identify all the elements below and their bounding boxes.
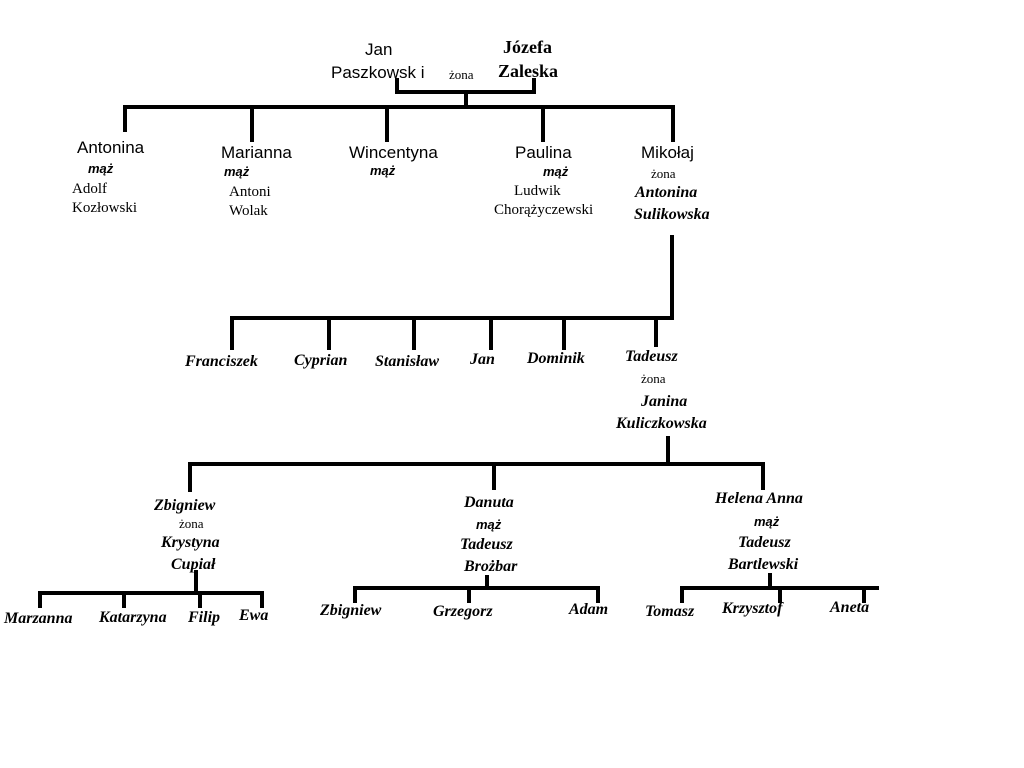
gen1-mikolaj-relation: żona bbox=[651, 166, 676, 181]
gen2-stanislaw: Stanisław bbox=[375, 353, 440, 370]
gen2-tadeusz-relation: żona bbox=[641, 371, 666, 386]
gen4-ewa: Ewa bbox=[239, 607, 269, 624]
gen3-danuta-relation: mąż bbox=[476, 517, 502, 532]
root-husband-first: Jan bbox=[365, 40, 393, 59]
gen1-mikolaj: Mikołaj bbox=[641, 143, 694, 162]
gen2-cyprian: Cyprian bbox=[294, 352, 348, 369]
gen3-zbigniew-spouse-last: Cupiał bbox=[171, 556, 216, 573]
gen1-antonina: Antonina bbox=[77, 138, 145, 157]
gen4-krzysztof: Krzysztof bbox=[722, 600, 783, 617]
gen3-helena-spouse-first: Tadeusz bbox=[738, 534, 791, 551]
gen3-helena-relation: mąż bbox=[754, 514, 780, 529]
gen3-zbigniew-spouse-first: Krystyna bbox=[161, 534, 220, 551]
gen4-zbigniew: Zbigniew bbox=[320, 602, 382, 619]
root-relation: żona bbox=[449, 67, 474, 82]
gen1-paulina-relation: mąż bbox=[543, 164, 569, 179]
gen3-danuta: Danuta bbox=[464, 494, 514, 511]
gen2-tadeusz-spouse-first: Janina bbox=[641, 393, 688, 410]
gen4-tomasz: Tomasz bbox=[645, 603, 695, 620]
gen1-marianna-relation: mąż bbox=[224, 164, 250, 179]
gen4-grzegorz: Grzegorz bbox=[433, 603, 493, 620]
gen3-helena-anna: Helena Anna bbox=[715, 490, 803, 507]
gen1-antonina-spouse-first: Adolf bbox=[72, 181, 107, 197]
gen2-franciszek: Franciszek bbox=[185, 353, 258, 370]
root-husband-last: Paszkowsk i bbox=[331, 63, 425, 82]
gen2-tadeusz: Tadeusz bbox=[625, 348, 678, 365]
gen1-mikolaj-spouse-last: Sulikowska bbox=[634, 206, 710, 223]
gen2-dominik: Dominik bbox=[527, 350, 585, 367]
gen2-jan: Jan bbox=[470, 351, 495, 368]
gen1-wincentyna: Wincentyna bbox=[349, 143, 438, 162]
gen1-marianna-spouse-last: Wolak bbox=[229, 203, 268, 219]
gen1-marianna: Marianna bbox=[221, 143, 292, 162]
root-wife-last: Zaleska bbox=[498, 61, 559, 81]
gen1-antonina-spouse-last: Kozłowski bbox=[72, 200, 137, 216]
gen1-antonina-relation: mąż bbox=[88, 161, 114, 176]
gen3-zbigniew-relation: żona bbox=[179, 516, 204, 531]
gen3-danuta-spouse-first: Tadeusz bbox=[460, 536, 513, 553]
gen2-tadeusz-spouse-last: Kuliczkowska bbox=[616, 415, 707, 432]
gen3-helena-spouse-last: Bartlewski bbox=[728, 556, 799, 573]
gen4-aneta: Aneta bbox=[830, 599, 870, 616]
gen1-paulina: Paulina bbox=[515, 143, 572, 162]
gen3-danuta-spouse-last: Brożbar bbox=[464, 558, 518, 575]
gen1-mikolaj-spouse-first: Antonina bbox=[635, 184, 698, 201]
gen4-adam: Adam bbox=[569, 601, 609, 618]
gen1-paulina-spouse-first: Ludwik bbox=[514, 183, 561, 199]
root-wife-first: Józefa bbox=[503, 37, 552, 57]
gen1-wincentyna-relation: mąż bbox=[370, 163, 396, 178]
gen1-paulina-spouse-last: Chorążyczewski bbox=[494, 202, 594, 218]
gen4-filip: Filip bbox=[188, 609, 221, 626]
gen4-katarzyna: Katarzyna bbox=[99, 609, 167, 626]
gen4-marzanna: Marzanna bbox=[4, 610, 73, 627]
gen3-zbigniew: Zbigniew bbox=[154, 497, 216, 514]
gen1-marianna-spouse-first: Antoni bbox=[229, 184, 271, 200]
